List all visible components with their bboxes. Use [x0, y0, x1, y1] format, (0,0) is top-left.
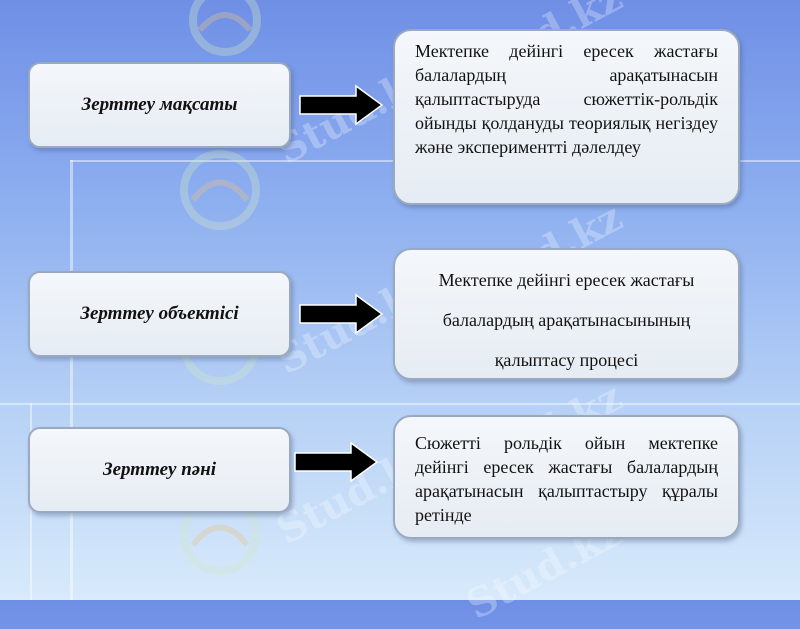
research-goal-label: Зерттеу мақсаты [81, 94, 238, 115]
watermark-logo-icon [180, 150, 260, 230]
research-subject-box: Зерттеу пәні [28, 427, 291, 513]
research-subject-description: Сюжетті рольдік ойын мектепке дейінгі ер… [415, 433, 718, 525]
research-goal-description: Мектепке дейінгі ересек жастағы балалард… [415, 41, 718, 157]
research-subject-description-box: Сюжетті рольдік ойын мектепке дейінгі ер… [393, 415, 740, 539]
description-line: Мектепке дейінгі ересек жастағы [438, 270, 695, 290]
background-line [0, 403, 800, 405]
research-subject-label: Зерттеу пәні [102, 459, 217, 480]
research-object-box: Зерттеу объектісі [28, 271, 291, 357]
arrow-right-icon [294, 441, 379, 483]
description-line: қалыптасу процесі [494, 350, 639, 370]
watermark-logo-icon [189, 0, 261, 56]
arrow-right-icon [299, 84, 384, 126]
research-goal-description-box: Мектепке дейінгі ересек жастағы балалард… [393, 29, 740, 205]
research-object-description: Мектепке дейінгі ересек жастағы балалард… [395, 250, 738, 380]
research-goal-box: Зерттеу мақсаты [28, 62, 291, 148]
arrow-right-icon [299, 293, 384, 335]
research-object-label: Зерттеу объектісі [80, 303, 239, 324]
background-line [70, 160, 73, 600]
description-line: балалардың арақатынасынының [442, 310, 691, 330]
research-object-description-box: Мектепке дейінгі ересек жастағы балалард… [393, 248, 740, 380]
